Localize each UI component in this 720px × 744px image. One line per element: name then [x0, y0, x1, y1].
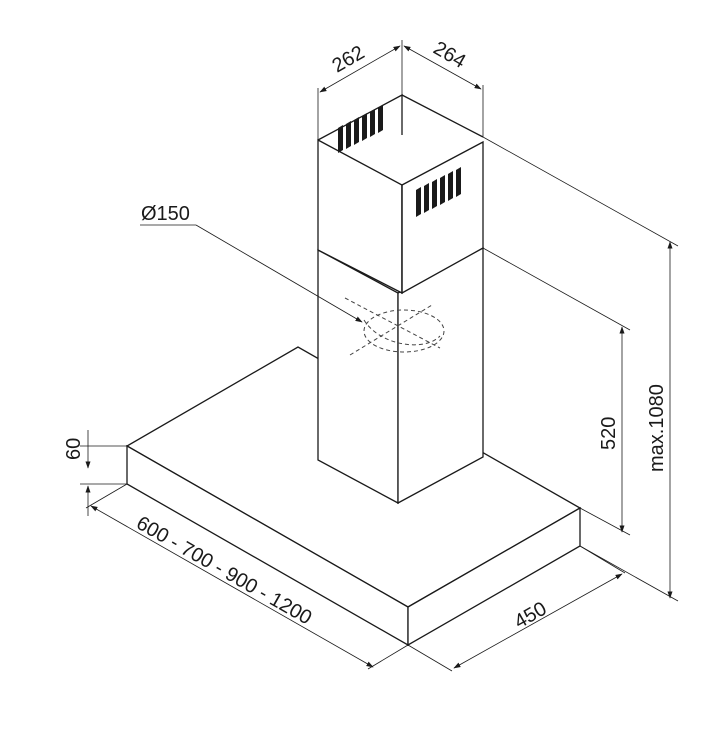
vent-slots-right: [416, 167, 461, 217]
chimney: [317, 93, 484, 505]
lower-chimney-left-face: [317, 248, 399, 505]
label-max-height: max.1080: [646, 384, 668, 472]
dim-width: [85, 483, 409, 670]
vent-slots-back: [338, 105, 383, 153]
dim-lower-chimney: [482, 247, 631, 536]
label-450: 450: [511, 598, 551, 634]
label-262: 262: [329, 42, 369, 78]
label-duct-diameter: Ø150: [141, 203, 190, 225]
label-264: 264: [430, 37, 470, 73]
duct-outline: [344, 297, 445, 356]
dim-chimney-top: [317, 40, 484, 140]
label-60: 60: [63, 438, 85, 460]
label-520: 520: [598, 417, 620, 450]
dim-thickness: [80, 430, 127, 516]
dim-duct-leader: [140, 224, 363, 323]
dim-max-height: [482, 136, 679, 602]
